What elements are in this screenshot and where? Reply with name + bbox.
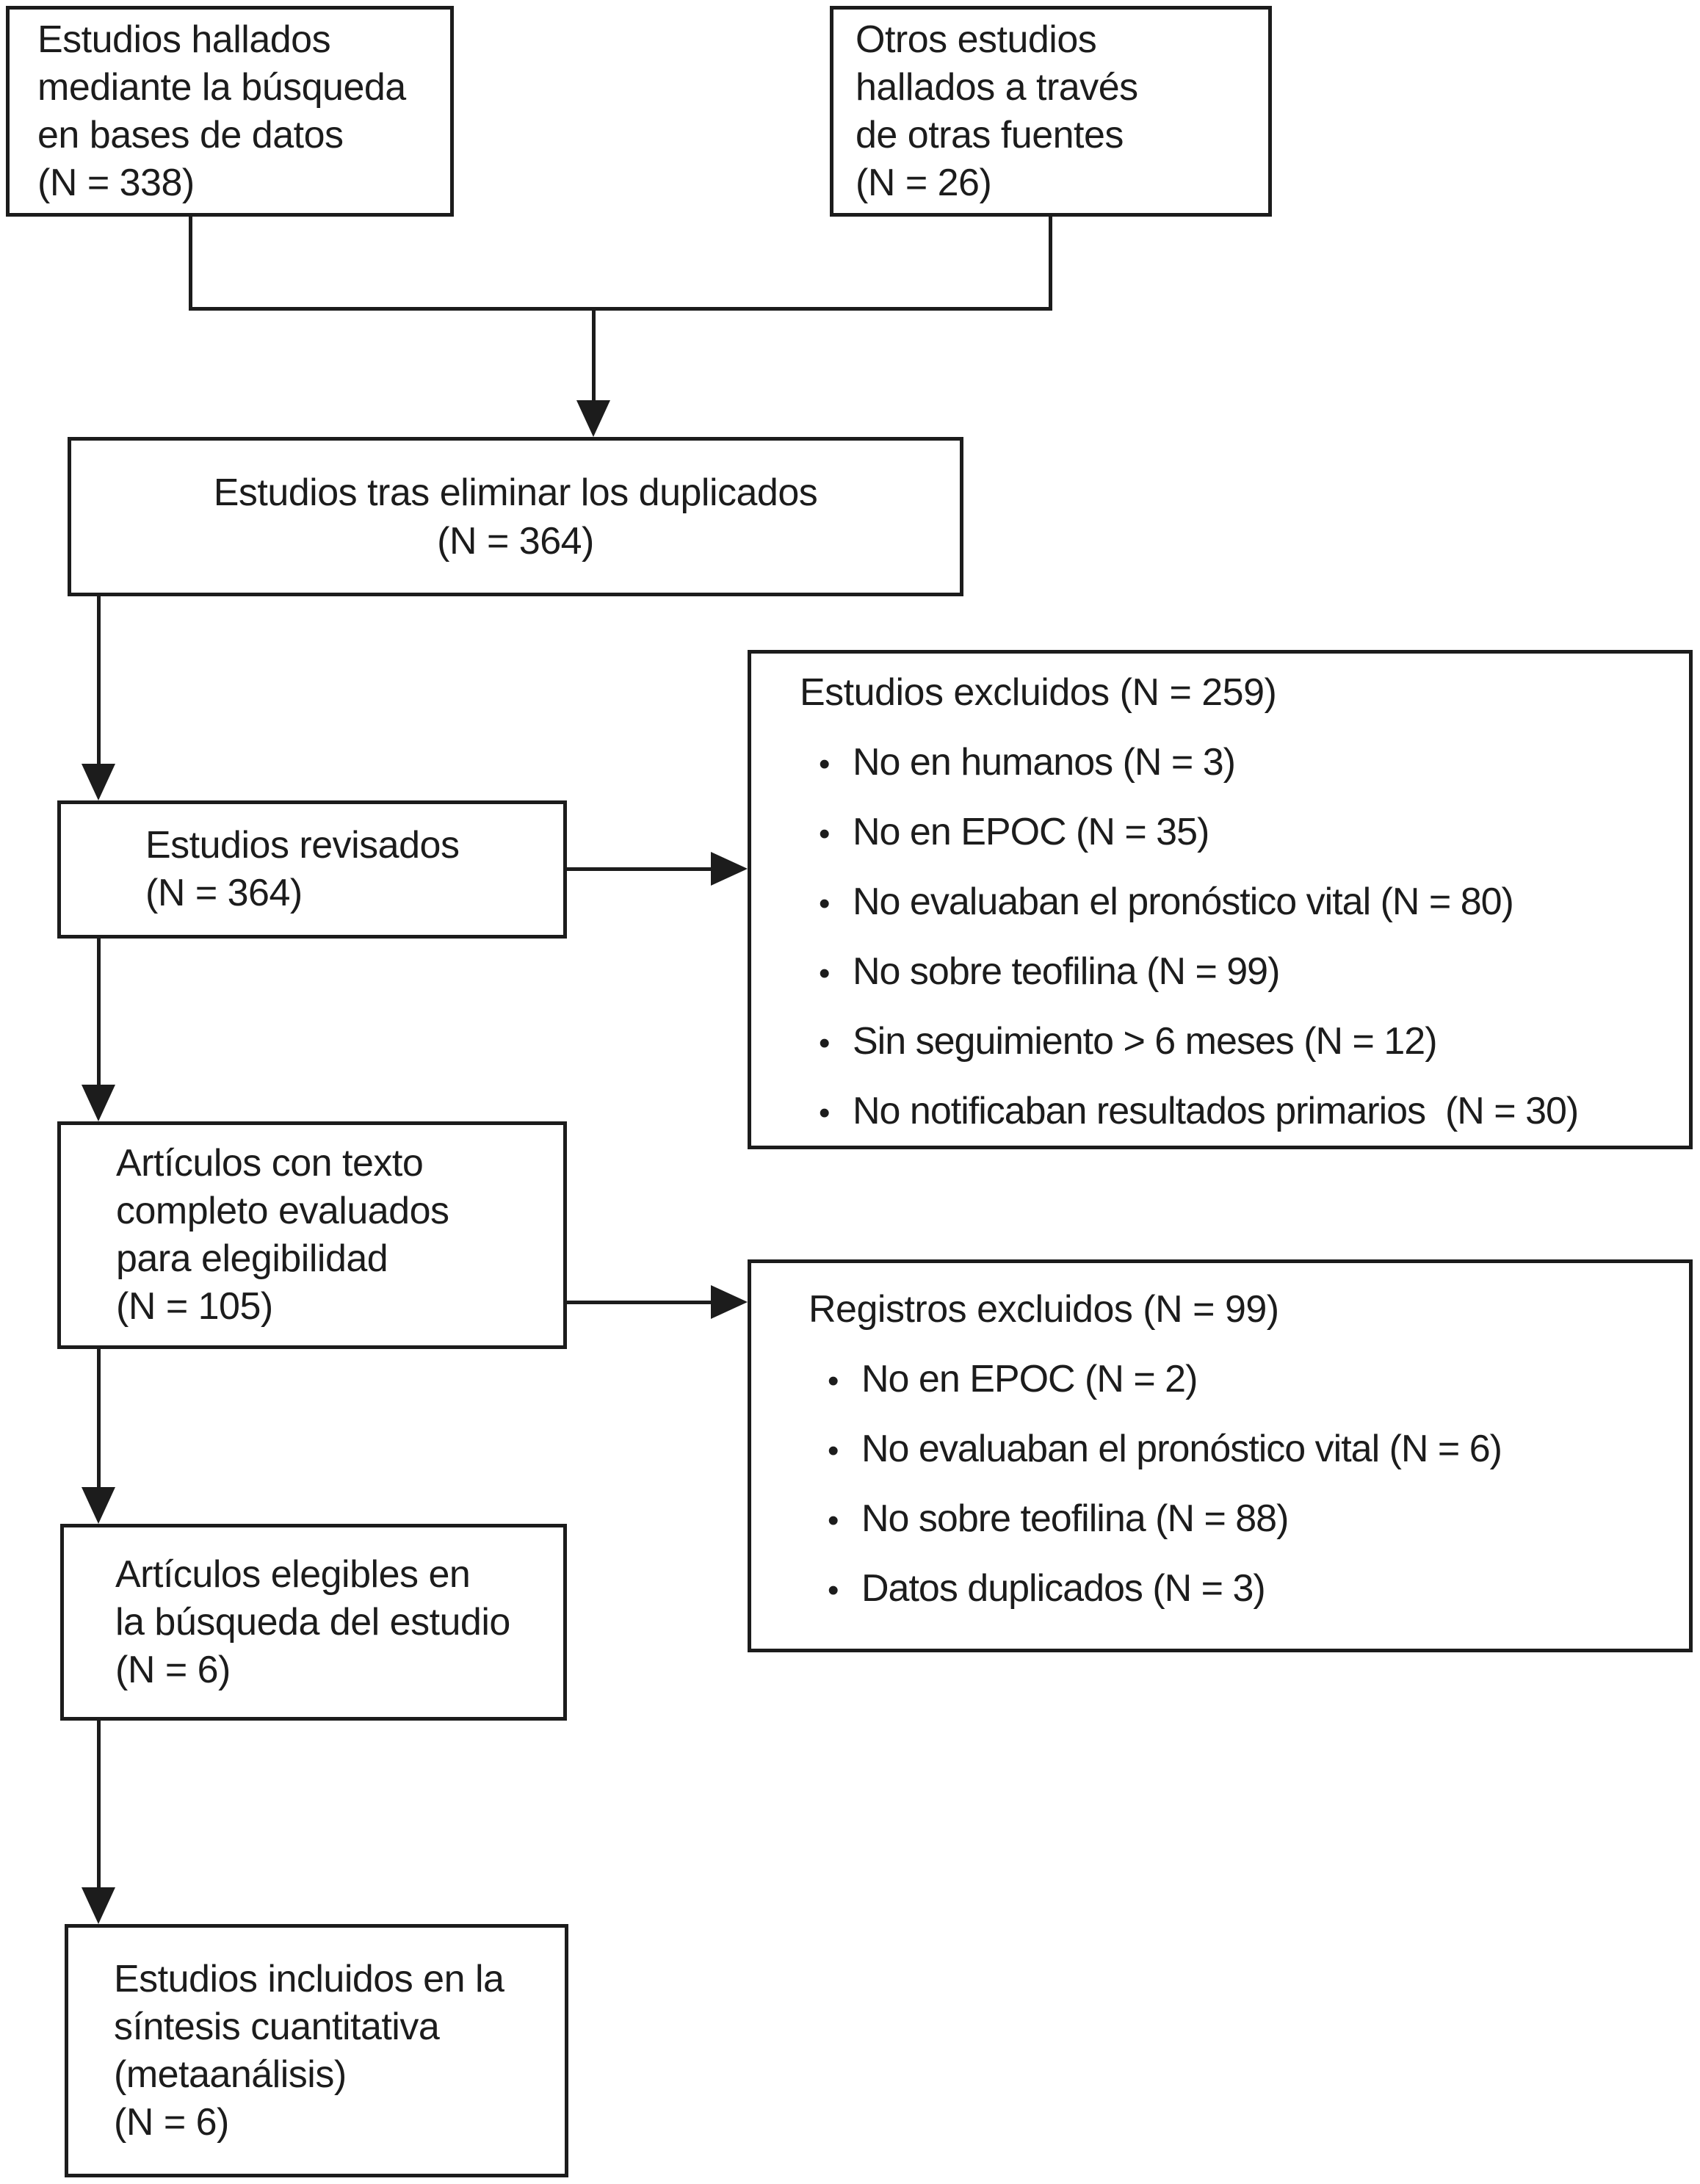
box-fulltext-assessed-text: Artículos con texto completo evaluados p…: [116, 1142, 449, 1328]
list-item-text: No sobre teofilina (N = 99): [853, 950, 1280, 993]
excluded-studies-title: Estudios excluidos (N = 259): [800, 671, 1277, 714]
list-item: • No en EPOC (N = 2): [828, 1356, 1682, 1405]
connector-eligible-to-included: [97, 1719, 101, 1891]
bullet-icon: •: [819, 746, 830, 782]
box-fulltext-assessed: Artículos con texto completo evaluados p…: [57, 1121, 567, 1349]
list-item-text: No evaluaban el pronóstico vital (N = 6): [861, 1428, 1502, 1470]
bullet-icon: •: [819, 1095, 830, 1131]
arrowhead-into-dedup: [576, 400, 610, 437]
list-item: • No sobre teofilina (N = 99): [819, 948, 1682, 997]
bullet-icon: •: [828, 1503, 839, 1538]
list-item: • No evaluaban el pronóstico vital (N = 8…: [819, 878, 1682, 928]
bullet-icon: •: [828, 1433, 839, 1469]
arrowhead-into-included: [82, 1887, 115, 1924]
list-item: • No evaluaban el pronóstico vital (N = 6…: [828, 1425, 1682, 1475]
connector-merge-horizontal: [189, 307, 1052, 311]
bullet-icon: •: [828, 1363, 839, 1399]
list-item: • No en humanos (N = 3): [819, 739, 1682, 788]
connector-reviewed-to-fulltext: [97, 937, 101, 1088]
list-item-text: No sobre teofilina (N = 88): [861, 1497, 1289, 1540]
bullet-icon: •: [828, 1572, 839, 1608]
list-item: • No en EPOC (N = 35): [819, 809, 1682, 858]
box-eligible-articles: Artículos elegibles en la búsqueda del e…: [60, 1524, 567, 1721]
connector-other-sources-down: [1049, 215, 1052, 311]
connector-fulltext-to-excluded-records: [565, 1301, 712, 1304]
excluded-records-title: Registros excluidos (N = 99): [809, 1288, 1279, 1331]
connector-dedup-to-reviewed: [97, 595, 101, 767]
list-item-text: No evaluaban el pronóstico vital (N = 80…: [853, 881, 1514, 923]
list-item-text: Sin seguimiento > 6 meses (N = 12): [853, 1020, 1438, 1063]
excluded-studies-list: • No en humanos (N = 3) • No en EPOC (N = …: [800, 718, 1682, 1137]
bullet-icon: •: [819, 955, 830, 991]
list-item: • No notificaban resultados primarios (N …: [819, 1088, 1682, 1137]
box-found-other-sources-text: Otros estudios hallados a través de otra…: [856, 18, 1138, 204]
bullet-icon: •: [819, 1025, 830, 1061]
list-item-text: No en EPOC (N = 2): [861, 1358, 1198, 1400]
box-included-meta-analysis: Estudios incluidos en la síntesis cuanti…: [65, 1924, 568, 2177]
box-found-database: Estudios hallados mediante la búsqueda e…: [6, 6, 454, 217]
list-item: • Sin seguimiento > 6 meses (N = 12): [819, 1018, 1682, 1067]
box-found-database-text: Estudios hallados mediante la búsqueda e…: [37, 18, 406, 204]
bullet-icon: •: [819, 886, 830, 922]
box-after-duplicates-removed-text: Estudios tras eliminar los duplicados (N…: [213, 471, 818, 563]
arrowhead-into-eligible: [82, 1487, 115, 1524]
arrowhead-into-excluded-studies: [711, 852, 748, 886]
box-found-other-sources: Otros estudios hallados a través de otra…: [830, 6, 1272, 217]
arrowhead-into-excluded-records: [711, 1285, 748, 1319]
connector-reviewed-to-excluded: [565, 867, 712, 871]
excluded-records-list: • No en EPOC (N = 2) • No evaluaban el pro…: [809, 1335, 1682, 1614]
box-excluded-studies: Estudios excluidos (N = 259) • No en huma…: [748, 650, 1693, 1149]
list-item-text: Datos duplicados (N = 3): [861, 1567, 1266, 1610]
connector-database-down: [189, 215, 192, 311]
list-item-text: No notificaban resultados primarios (N =…: [853, 1090, 1579, 1132]
box-eligible-articles-text: Artículos elegibles en la búsqueda del e…: [115, 1552, 510, 1691]
box-after-duplicates-removed: Estudios tras eliminar los duplicados (N…: [68, 437, 963, 596]
list-item-text: No en EPOC (N = 35): [853, 811, 1209, 853]
box-excluded-records: Registros excluidos (N = 99) • No en EPOC…: [748, 1259, 1693, 1652]
bullet-icon: •: [819, 816, 830, 852]
arrowhead-into-reviewed: [82, 764, 115, 800]
connector-to-dedup: [592, 307, 596, 402]
list-item-text: No en humanos (N = 3): [853, 741, 1236, 784]
box-studies-reviewed-text: Estudios revisados (N = 364): [145, 824, 460, 914]
arrowhead-into-fulltext: [82, 1085, 115, 1121]
list-item: • No sobre teofilina (N = 88): [828, 1495, 1682, 1544]
connector-fulltext-to-eligible: [97, 1348, 101, 1491]
box-studies-reviewed: Estudios revisados (N = 364): [57, 800, 567, 939]
list-item: • Datos duplicados (N = 3): [828, 1565, 1682, 1614]
box-included-meta-analysis-text: Estudios incluidos en la síntesis cuanti…: [114, 1957, 504, 2144]
